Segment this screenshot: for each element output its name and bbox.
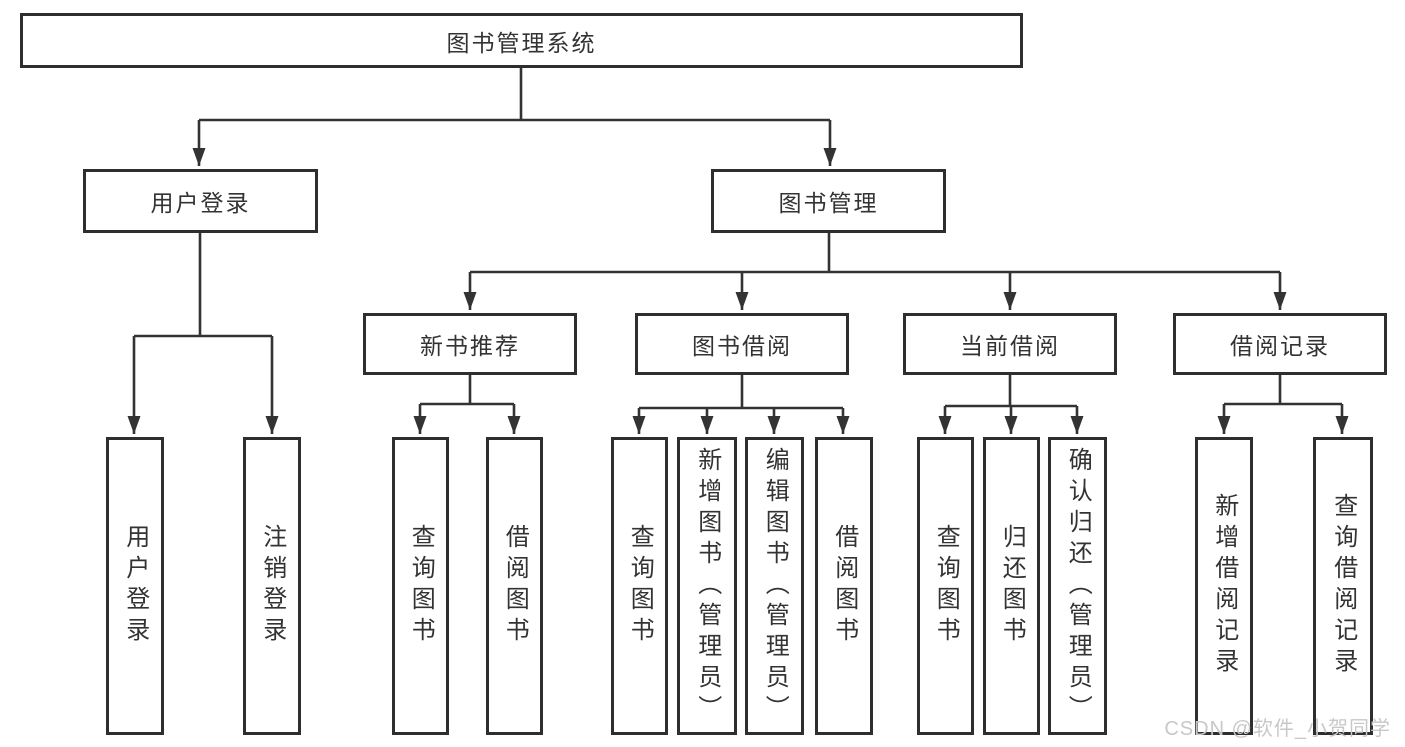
- node-label: 新书推荐: [420, 333, 520, 359]
- leaf-label: 新增图书（管理员）: [693, 446, 721, 726]
- node-book-management: 图书管理: [711, 169, 946, 233]
- node-label: 当前借阅: [960, 333, 1060, 359]
- node-label: 图书借阅: [692, 333, 792, 359]
- leaf-add-books-admin: 新增图书（管理员）: [677, 437, 737, 735]
- leaf-query-borrow-record: 查询借阅记录: [1313, 437, 1373, 735]
- leaf-borrow-books: 借阅图书: [486, 437, 543, 735]
- leaf-query-books: 查询图书: [392, 437, 449, 735]
- leaf-label: 新增借阅记录: [1210, 493, 1238, 679]
- node-label: 图书管理系统: [446, 29, 597, 56]
- leaf-logout: 注销登录: [243, 437, 301, 735]
- leaf-label: 借阅图书: [501, 524, 529, 648]
- leaf-label: 借阅图书: [830, 524, 858, 648]
- node-borrowing-records: 借阅记录: [1173, 313, 1387, 375]
- leaf-label: 查询图书: [407, 524, 435, 648]
- node-label: 用户登录: [150, 190, 251, 216]
- leaf-add-borrow-record: 新增借阅记录: [1195, 437, 1253, 735]
- leaf-label: 归还图书: [998, 524, 1026, 648]
- leaf-label: 查询图书: [932, 524, 960, 648]
- leaf-label: 查询借阅记录: [1329, 493, 1357, 679]
- leaf-edit-books-admin: 编辑图书（管理员）: [745, 437, 804, 735]
- node-new-book-recommendation: 新书推荐: [363, 313, 577, 375]
- node-user-login: 用户登录: [83, 169, 318, 233]
- leaf-return-books: 归还图书: [983, 437, 1040, 735]
- node-current-borrowing: 当前借阅: [903, 313, 1117, 375]
- node-library-management-system: 图书管理系统: [20, 13, 1023, 68]
- node-book-borrowing: 图书借阅: [635, 313, 849, 375]
- leaf-user-login: 用户登录: [106, 437, 164, 735]
- leaf-confirm-return-admin: 确认归还（管理员）: [1048, 437, 1107, 735]
- leaf-label: 用户登录: [121, 524, 149, 648]
- leaf-borrow-books: 借阅图书: [815, 437, 873, 735]
- leaf-label: 确认归还（管理员）: [1064, 446, 1092, 726]
- node-label: 图书管理: [778, 190, 879, 216]
- csdn-watermark: CSDN @软件_小贺同学: [1164, 718, 1391, 740]
- node-label: 借阅记录: [1230, 333, 1330, 359]
- leaf-query-books: 查询图书: [611, 437, 668, 735]
- leaf-label: 注销登录: [258, 524, 286, 648]
- leaf-label: 编辑图书（管理员）: [761, 446, 789, 726]
- leaf-label: 查询图书: [626, 524, 654, 648]
- leaf-query-books: 查询图书: [917, 437, 974, 735]
